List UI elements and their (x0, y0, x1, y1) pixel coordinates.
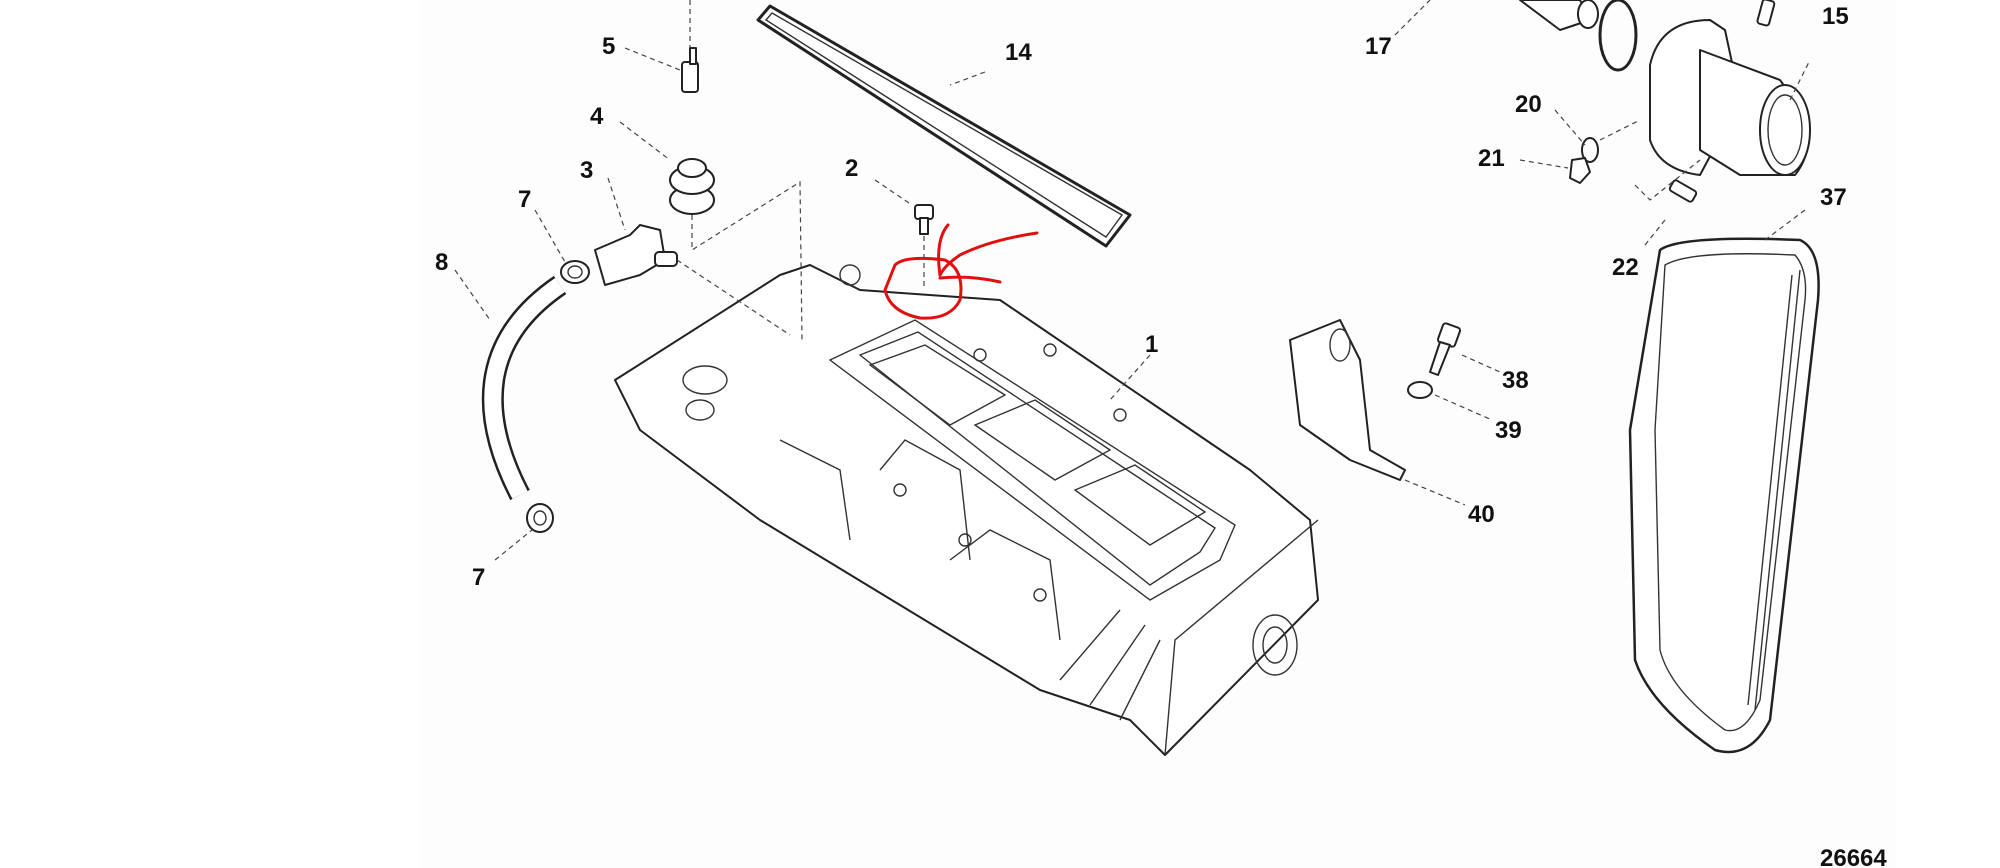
callout-40: 40 (1468, 501, 1495, 528)
grommet-part-4 (669, 158, 803, 341)
leader-7-lower (494, 529, 533, 561)
leader-3 (607, 177, 626, 231)
bolt-part-22 (1634, 159, 1701, 246)
leader-1 (1109, 354, 1151, 401)
callout-20: 20 (1515, 91, 1542, 118)
callout-37: 37 (1820, 184, 1847, 211)
fitting-part-5 (681, 0, 699, 93)
callout-7-lower: 7 (472, 564, 485, 591)
hose-part-8 (481, 275, 567, 501)
washer-part-20 (1554, 109, 1641, 163)
red-annotation-markup (883, 223, 1039, 320)
callout-22: 22 (1612, 254, 1639, 281)
callout-5: 5 (602, 33, 615, 60)
hose-clamp-part-7-lower (526, 503, 554, 533)
leader-7-upper (534, 209, 566, 263)
nut-part-21 (1519, 157, 1591, 184)
callout-7-upper: 7 (518, 186, 531, 213)
callout-17: 17 (1365, 33, 1392, 60)
leader-4 (619, 121, 671, 161)
figure-number: 26664 (1820, 845, 1887, 868)
hose-clamp-part-7-upper (560, 260, 590, 284)
callout-14: 14 (1005, 39, 1032, 66)
leader-2 (874, 179, 913, 206)
leader-5 (624, 47, 681, 71)
callout-1: 1 (1145, 331, 1158, 358)
shaft-part-17 (1394, 0, 1638, 72)
callout-8: 8 (435, 249, 448, 276)
screw-part-38 (1429, 322, 1501, 376)
bracket-part-40 (1289, 319, 1466, 506)
leader-14 (949, 71, 986, 86)
callout-2: 2 (845, 155, 858, 182)
callout-38: 38 (1502, 367, 1529, 394)
callout-39: 39 (1495, 417, 1522, 444)
manifold-part-1 (614, 264, 1319, 756)
callout-15: 15 (1822, 3, 1849, 30)
callout-3: 3 (580, 157, 593, 184)
bolt-part-2 (914, 204, 934, 290)
flange-housing-part-15 (1649, 0, 1811, 176)
elbow-fitting-part-3 (594, 224, 791, 336)
callout-4: 4 (590, 103, 604, 130)
callout-21: 21 (1478, 145, 1505, 172)
washer-part-39 (1407, 381, 1493, 421)
leader-8 (454, 269, 491, 321)
gasket-part-14 (756, 4, 1132, 248)
belt-part-37 (1628, 209, 1820, 754)
